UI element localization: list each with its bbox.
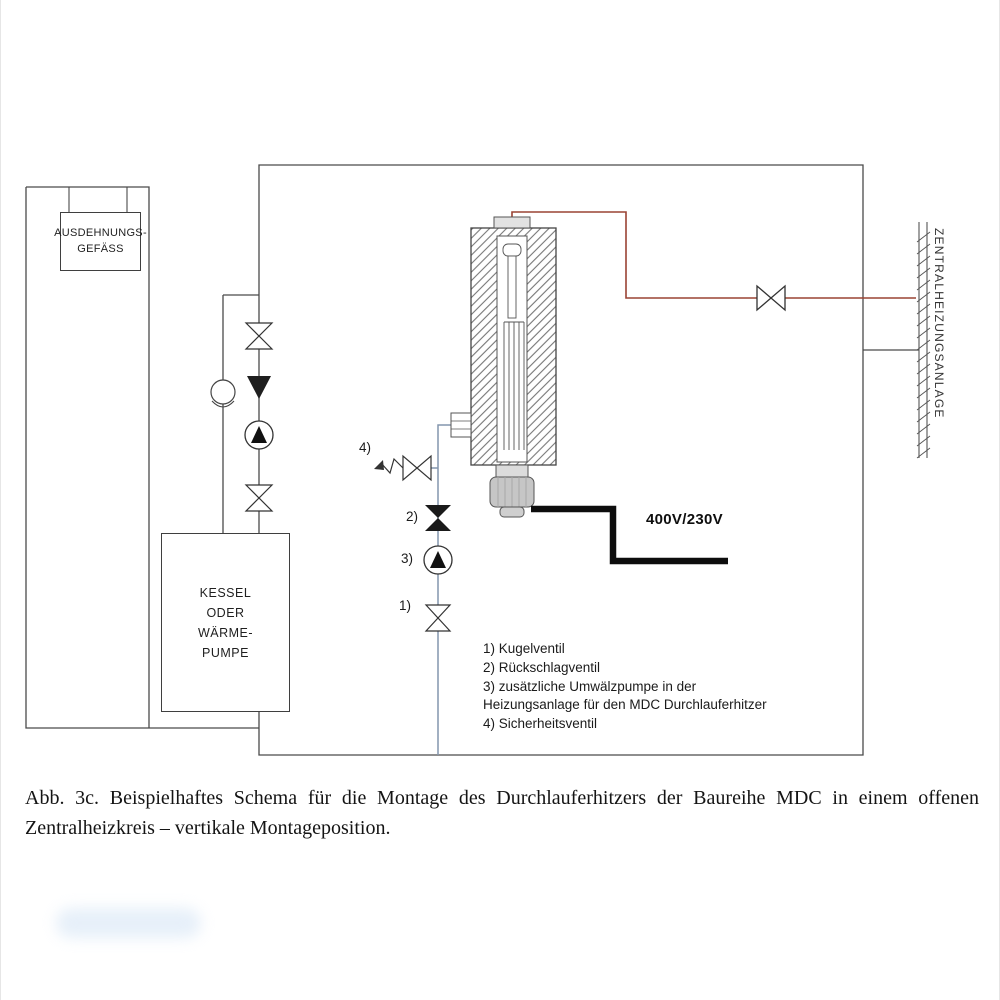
marker-check-valve: 2) <box>406 509 419 524</box>
flow-line <box>511 211 916 299</box>
check-valve <box>425 505 451 531</box>
left-valve-lower <box>244 484 274 512</box>
legend-line: 1) Kugelventil <box>483 641 565 656</box>
figure-caption: Abb. 3c. Beispielhaftes Schema für die M… <box>25 787 979 839</box>
gauge-symbol <box>210 379 236 408</box>
boiler-label: WÄRME- <box>197 625 254 640</box>
legend-line: 4) Sicherheitsventil <box>483 716 598 732</box>
heater-inlet-pipe <box>431 424 451 755</box>
safety-valve <box>374 454 432 482</box>
expansion-vessel-label: GEFÄSS <box>77 242 124 255</box>
heating-element <box>503 321 525 450</box>
marker-ball-valve: 1) <box>399 598 412 613</box>
legend-line: 2) Rückschlagventil <box>483 659 601 675</box>
expansion-loop-pipes <box>25 186 259 729</box>
boiler-label: ODER <box>206 605 245 620</box>
voltage-label: 400V/230V <box>646 511 723 528</box>
heater-top-cap <box>493 216 531 229</box>
heater-outlet <box>450 412 472 438</box>
circulation-pump <box>423 545 453 575</box>
expansion-vessel-box: AUSDEHNUNGS- GEFÄSS <box>54 212 147 271</box>
expansion-vessel-label: AUSDEHNUNGS- <box>54 226 147 239</box>
left-pump <box>244 420 274 450</box>
marker-pump: 3) <box>401 551 414 566</box>
flow-line-valve <box>756 284 786 312</box>
left-check-valve <box>247 376 271 399</box>
watermark-smudge <box>56 908 201 938</box>
legend-line: Heizungsanlage für den MDC Durchlauferhi… <box>483 697 767 713</box>
central-heating-boundary <box>916 222 931 459</box>
boiler-label: PUMPE <box>202 645 249 660</box>
boiler-box: KESSEL ODER WÄRME- PUMPE <box>161 533 290 712</box>
central-heating-label: ZENTRALHEIZUNGSANLAGE <box>932 228 946 419</box>
legend: 1) Kugelventil 2) Rückschlagventil 3) zu… <box>483 640 883 734</box>
ball-valve <box>424 604 452 632</box>
marker-safety-valve: 4) <box>359 440 372 455</box>
left-valve-upper <box>244 322 274 350</box>
power-cable <box>531 505 728 565</box>
legend-line: 3) zusätzliche Umwälzpumpe in der <box>483 678 697 694</box>
water-heater <box>450 216 557 518</box>
boiler-label: KESSEL <box>199 585 252 600</box>
boiler-pipes <box>222 294 259 533</box>
